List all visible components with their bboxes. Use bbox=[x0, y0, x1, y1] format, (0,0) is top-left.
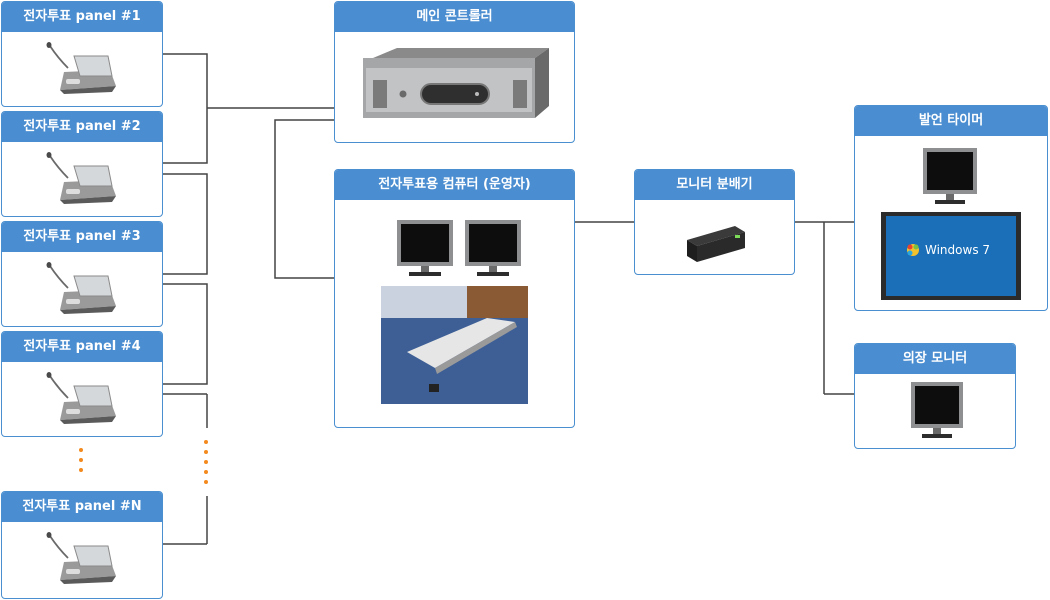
operator-pc-equipment bbox=[381, 220, 528, 404]
panel-4: 전자투표 panel #4 bbox=[1, 331, 163, 437]
speech-timer-equipment: Windows 7 bbox=[881, 148, 1021, 300]
panel-title: 전자투표 panel #3 bbox=[2, 222, 162, 252]
monitor-splitter-title: 모니터 분배기 bbox=[635, 170, 794, 200]
conference-microphone-icon bbox=[46, 262, 116, 314]
conference-microphone-icon bbox=[46, 152, 116, 204]
lcd-monitor-icon bbox=[465, 220, 521, 276]
panel-title: 전자투표 panel #4 bbox=[2, 332, 162, 362]
panel-n: 전자투표 panel #N bbox=[1, 491, 163, 599]
conference-microphone-icon bbox=[46, 42, 116, 94]
large-display-icon: Windows 7 bbox=[881, 212, 1021, 300]
lcd-monitor-icon bbox=[923, 148, 977, 204]
panel-title: 전자투표 panel #1 bbox=[2, 2, 162, 32]
conference-microphone-icon bbox=[46, 532, 116, 584]
conference-microphone-icon bbox=[46, 372, 116, 424]
panel-1: 전자투표 panel #1 bbox=[1, 1, 163, 107]
hall-monitor-title: 의장 모니터 bbox=[855, 344, 1015, 374]
monitor-splitter-box: 모니터 분배기 bbox=[634, 169, 795, 275]
meeting-room-photo bbox=[381, 286, 528, 404]
panel-2: 전자투표 panel #2 bbox=[1, 111, 163, 217]
speech-timer-box: 발언 타이머 Windows 7 bbox=[854, 105, 1048, 311]
panel-title: 전자투표 panel #2 bbox=[2, 112, 162, 142]
more-panels-dots bbox=[79, 448, 83, 478]
hall-monitor-box: 의장 모니터 bbox=[854, 343, 1016, 449]
panel-title: 전자투표 panel #N bbox=[2, 492, 162, 522]
splitter-box-icon bbox=[687, 226, 745, 262]
main-controller-box: 메인 콘트롤러 bbox=[334, 1, 575, 143]
operator-pc-box: 전자투표용 컴퓨터 (운영자) bbox=[334, 169, 575, 428]
operator-pc-title: 전자투표용 컴퓨터 (운영자) bbox=[335, 170, 574, 200]
main-controller-title: 메인 콘트롤러 bbox=[335, 2, 574, 32]
display-screen-text: Windows 7 bbox=[925, 243, 990, 257]
speech-timer-title: 발언 타이머 bbox=[855, 106, 1047, 136]
controller-rack-icon bbox=[363, 48, 549, 118]
panel-3: 전자투표 panel #3 bbox=[1, 221, 163, 327]
more-links-dots bbox=[204, 440, 208, 490]
lcd-monitor-icon bbox=[397, 220, 453, 276]
lcd-monitor-icon bbox=[911, 382, 963, 438]
